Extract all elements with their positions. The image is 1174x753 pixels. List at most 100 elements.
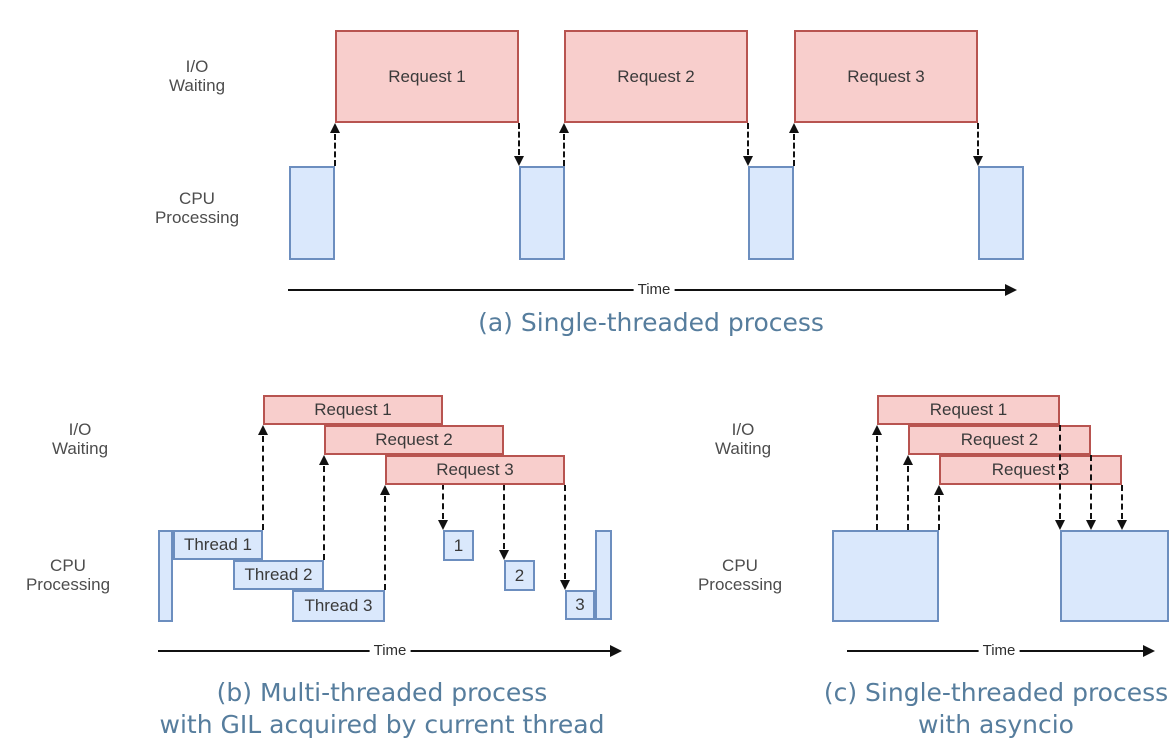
dashed-connector xyxy=(334,134,336,166)
request-label: Request 2 xyxy=(375,430,453,449)
request-box: Request 3 xyxy=(939,455,1122,485)
dashed-connector xyxy=(907,466,909,530)
row-label-line: CPU xyxy=(50,556,86,575)
row-label-line: Processing xyxy=(697,575,783,594)
request-box: Request 1 xyxy=(877,395,1060,425)
up-arrowhead-icon xyxy=(789,123,799,133)
row-label-line: I/O xyxy=(68,420,92,439)
request-box: Request 2 xyxy=(324,425,504,455)
cpu-box xyxy=(832,530,939,622)
request-label: Request 1 xyxy=(929,400,1008,419)
row-label-io-waiting: I/O Waiting xyxy=(715,420,771,458)
thread-box: Thread 1 xyxy=(173,530,263,560)
thread-label: Thread 2 xyxy=(244,565,313,584)
row-label-line: Waiting xyxy=(714,439,772,458)
down-arrowhead-icon xyxy=(560,580,570,590)
request-label: Request 2 xyxy=(617,66,695,86)
thread-box: Thread 3 xyxy=(292,590,385,622)
diagram-c-caption-line2: with asyncio xyxy=(918,710,1074,739)
down-arrowhead-icon xyxy=(973,156,983,166)
cpu-box xyxy=(519,166,565,260)
dashed-connector xyxy=(793,134,795,166)
dashed-connector xyxy=(262,436,264,530)
request-box: Request 3 xyxy=(385,455,565,485)
up-arrowhead-icon xyxy=(330,123,340,133)
down-arrowhead-icon xyxy=(743,156,753,166)
cpu-box xyxy=(748,166,794,260)
row-label-line: CPU xyxy=(722,556,758,575)
cpu-slice-label: 2 xyxy=(514,565,525,585)
dashed-connector xyxy=(977,123,979,155)
row-label-line: Waiting xyxy=(168,76,226,95)
gil-holder-box xyxy=(595,530,612,620)
right-arrowhead-icon xyxy=(1005,284,1017,296)
request-box: Request 2 xyxy=(564,30,748,123)
request-box: Request 1 xyxy=(263,395,443,425)
row-label-line: CPU xyxy=(179,189,215,208)
up-arrowhead-icon xyxy=(319,455,329,465)
dashed-connector xyxy=(564,485,566,579)
dashed-connector xyxy=(747,123,749,155)
request-box: Request 2 xyxy=(908,425,1091,455)
dashed-connector xyxy=(1059,425,1061,519)
time-axis-label: Time xyxy=(369,642,411,660)
row-label-line: Waiting xyxy=(51,439,109,458)
request-label: Request 3 xyxy=(847,66,925,86)
request-label: Request 2 xyxy=(960,430,1039,449)
time-axis-label: Time xyxy=(978,642,1020,660)
right-arrowhead-icon xyxy=(1143,645,1155,657)
up-arrowhead-icon xyxy=(380,485,390,495)
up-arrowhead-icon xyxy=(903,455,913,465)
row-label-cpu-processing: CPU Processing xyxy=(26,556,110,594)
request-label: Request 3 xyxy=(436,460,514,479)
dashed-connector xyxy=(563,134,565,166)
request-label: Request 1 xyxy=(314,400,392,419)
dashed-connector xyxy=(1121,485,1123,519)
request-box: Request 1 xyxy=(335,30,519,123)
row-label-line: I/O xyxy=(731,420,755,439)
down-arrowhead-icon xyxy=(1055,520,1065,530)
row-label-cpu-processing: CPU Processing xyxy=(155,189,239,227)
request-box: Request 3 xyxy=(794,30,978,123)
row-label-line: I/O xyxy=(185,57,209,76)
cpu-slice-box: 1 xyxy=(443,530,474,561)
row-label-line: Processing xyxy=(25,575,111,594)
right-arrowhead-icon xyxy=(610,645,622,657)
cpu-slice-box: 2 xyxy=(504,560,535,591)
row-label-cpu-processing: CPU Processing xyxy=(698,556,782,594)
time-axis-label: Time xyxy=(633,281,675,299)
row-label-io-waiting: I/O Waiting xyxy=(52,420,108,458)
dashed-connector xyxy=(384,496,386,590)
thread-label: Thread 1 xyxy=(183,535,253,554)
request-label: Request 3 xyxy=(991,460,1070,479)
request-label: Request 1 xyxy=(388,66,466,86)
dashed-connector xyxy=(503,455,505,549)
up-arrowhead-icon xyxy=(258,425,268,435)
row-label-line: Processing xyxy=(154,208,240,227)
cpu-box xyxy=(289,166,335,260)
diagram-a-caption: (a) Single-threaded process xyxy=(478,308,824,337)
cpu-slice-label: 1 xyxy=(453,535,464,555)
up-arrowhead-icon xyxy=(872,425,882,435)
down-arrowhead-icon xyxy=(438,520,448,530)
down-arrowhead-icon xyxy=(1117,520,1127,530)
cpu-slice-box: 3 xyxy=(565,590,595,620)
dashed-connector xyxy=(518,123,520,155)
cpu-box xyxy=(1060,530,1169,622)
thread-box: Thread 2 xyxy=(233,560,324,590)
diagram-c-caption-line1: (c) Single-threaded process xyxy=(823,678,1169,707)
dashed-connector xyxy=(876,436,878,530)
down-arrowhead-icon xyxy=(1086,520,1096,530)
cpu-slice-label: 3 xyxy=(575,595,585,614)
diagram-b-caption-line2: with GIL acquired by current thread xyxy=(159,710,605,739)
down-arrowhead-icon xyxy=(499,550,509,560)
up-arrowhead-icon xyxy=(934,485,944,495)
cpu-box xyxy=(978,166,1024,260)
up-arrowhead-icon xyxy=(559,123,569,133)
dashed-connector xyxy=(1090,455,1092,519)
dashed-connector xyxy=(323,466,325,560)
down-arrowhead-icon xyxy=(514,156,524,166)
gil-holder-box xyxy=(158,530,173,622)
thread-label: Thread 3 xyxy=(304,596,373,615)
